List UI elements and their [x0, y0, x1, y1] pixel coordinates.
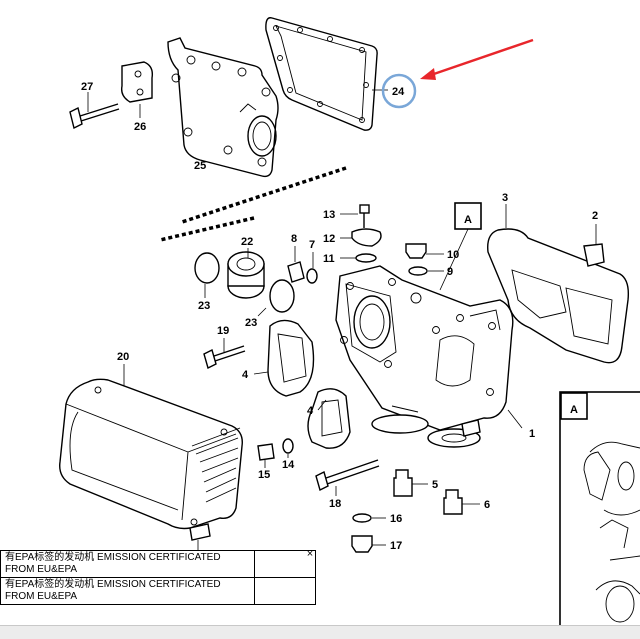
callout-5: 5 [432, 479, 438, 491]
inset-view-a-label: A [570, 404, 578, 416]
callout-7: 7 [309, 239, 315, 251]
bolt-19 [203, 338, 246, 370]
gasket-3 [487, 204, 630, 364]
table-row: 有EPA标签的发动机 EMISSION CERTIFICATED FROM EU… [0, 577, 316, 605]
plug-8 [287, 246, 305, 283]
highlight-arrow [420, 38, 534, 80]
empty-cell [254, 577, 316, 605]
table-row: 有EPA标签的发动机 EMISSION CERTIFICATED FROM EU… [0, 550, 316, 578]
assembly-guide-upper [181, 166, 347, 224]
callout-4-upper: 4 [242, 369, 249, 381]
callout-labels: 1 2 3 4 4 5 6 7 8 9 10 11 12 13 14 15 16… [81, 81, 598, 552]
callout-20: 20 [117, 351, 129, 363]
view-a-label: A [464, 214, 472, 226]
fitting-6 [443, 489, 480, 515]
washer-9 [408, 266, 444, 276]
callout-13: 13 [323, 209, 335, 221]
bottom-scroll-bar[interactable] [0, 625, 640, 639]
callout-19: 19 [217, 325, 229, 337]
gasket-4-lower [307, 388, 351, 449]
callout-23-lower: 23 [245, 317, 257, 329]
callout-23-upper: 23 [198, 300, 210, 312]
plug-15 [257, 443, 275, 468]
callout-22: 22 [241, 236, 253, 248]
emission-note-cell: 有EPA标签的发动机 EMISSION CERTIFICATED FROM EU… [0, 550, 255, 578]
callout-16: 16 [390, 513, 402, 525]
inset-view-a: A [559, 391, 640, 638]
bolt-13 [340, 204, 370, 228]
oil-cooler-20 [59, 364, 243, 552]
callout-1: 1 [529, 428, 535, 440]
view-a-marker: A [439, 202, 482, 291]
filter-insert-22 [227, 248, 265, 299]
highlight-circle [381, 73, 417, 109]
plug-17 [351, 535, 386, 553]
callout-25: 25 [194, 160, 206, 172]
callout-4-lower: 4 [307, 405, 314, 417]
bolt-27 [69, 92, 120, 130]
callout-10: 10 [447, 249, 459, 261]
washer-16 [352, 513, 386, 523]
o-ring-23-lower [257, 279, 295, 317]
emission-info-table: 有EPA标签的发动机 EMISSION CERTIFICATED FROM EU… [0, 550, 316, 605]
oil-filter-housing-1 [335, 265, 523, 448]
callout-14: 14 [282, 459, 295, 471]
washer-14 [282, 438, 294, 458]
callout-11: 11 [323, 253, 335, 265]
o-ring-23-upper [194, 252, 220, 298]
gasket-24 [265, 17, 388, 131]
callout-17: 17 [390, 540, 402, 552]
washer-7 [306, 252, 318, 284]
callout-12: 12 [323, 233, 335, 245]
cap-12 [340, 228, 382, 247]
gasket-4-upper [253, 319, 315, 397]
plug-10 [405, 243, 444, 259]
callout-3: 3 [502, 192, 508, 204]
callout-8: 8 [291, 233, 297, 245]
cover-25 [167, 37, 279, 178]
callout-18: 18 [329, 498, 341, 510]
callout-24: 24 [392, 86, 405, 98]
callout-27: 27 [81, 81, 93, 93]
plug-2 [583, 224, 605, 267]
assembly-guide-lower [159, 216, 255, 242]
close-icon[interactable]: × [306, 548, 314, 560]
callout-2: 2 [592, 210, 598, 222]
bolt-18 [315, 459, 380, 496]
callout-26: 26 [134, 121, 146, 133]
fitting-5 [393, 469, 428, 497]
callout-9: 9 [447, 266, 453, 278]
emission-note-cell: 有EPA标签的发动机 EMISSION CERTIFICATED FROM EU… [0, 577, 255, 605]
callout-6: 6 [484, 499, 490, 511]
o-ring-11 [340, 253, 377, 263]
bracket-26 [120, 61, 154, 118]
callout-15: 15 [258, 469, 270, 481]
